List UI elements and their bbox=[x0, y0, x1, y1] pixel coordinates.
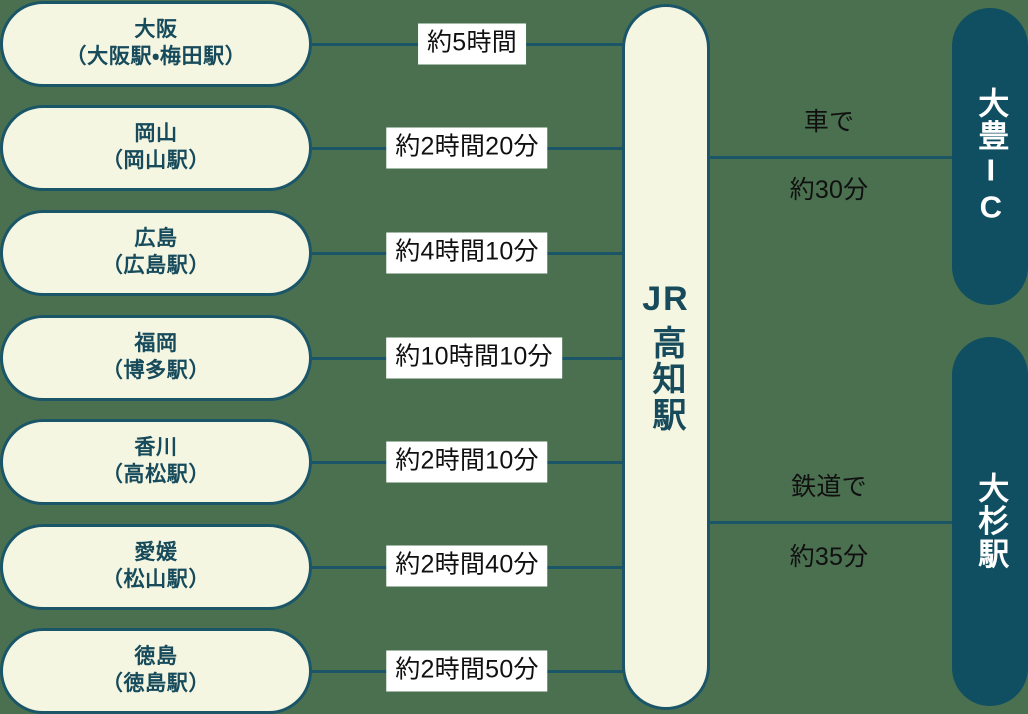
origin-pill-tokushima[interactable]: 徳島 （徳島駅） bbox=[0, 628, 312, 714]
origin-prefecture: 大阪 bbox=[134, 18, 178, 42]
connector-line-dest-1 bbox=[707, 156, 954, 159]
origin-station: （大阪駅・梅田駅） bbox=[65, 45, 247, 68]
origin-prefecture: 福岡 bbox=[134, 332, 178, 356]
origin-prefecture: 愛媛 bbox=[134, 541, 178, 565]
duration-chip-tokushima: 約2時間50分 bbox=[386, 650, 548, 692]
origin-prefecture: 岡山 bbox=[134, 122, 178, 146]
dest-duration-label-otoyo-ic: 約30分 bbox=[789, 176, 869, 204]
hub-label-jr: JR bbox=[642, 280, 690, 319]
origin-pill-ehime[interactable]: 愛媛 （松山駅） bbox=[0, 524, 312, 610]
origin-station: （徳島駅） bbox=[101, 672, 211, 695]
origin-station: （博多駅） bbox=[101, 359, 211, 382]
duration-chip-kagawa: 約2時間10分 bbox=[386, 441, 548, 483]
origin-station: （岡山駅） bbox=[101, 149, 211, 172]
duration-chip-fukuoka: 約10時間10分 bbox=[386, 337, 562, 379]
origin-pill-osaka[interactable]: 大阪 （大阪駅・梅田駅） bbox=[0, 1, 312, 87]
origin-prefecture: 広島 bbox=[134, 227, 178, 251]
origin-pill-fukuoka[interactable]: 福岡 （博多駅） bbox=[0, 315, 312, 401]
origin-pill-kagawa[interactable]: 香川 （高松駅） bbox=[0, 419, 312, 505]
destination-pill-otoyo-ic[interactable]: 大豊IC bbox=[952, 8, 1028, 305]
dest-duration-label-osugi-station: 約35分 bbox=[789, 543, 869, 571]
hub-label-station: 高知駅 bbox=[647, 325, 685, 434]
destination-label: 大豊IC bbox=[973, 86, 1009, 227]
duration-chip-okayama: 約2時間20分 bbox=[386, 127, 548, 169]
duration-chip-osaka: 約5時間 bbox=[418, 23, 526, 65]
duration-chip-hiroshima: 約4時間10分 bbox=[386, 232, 548, 274]
origin-pill-okayama[interactable]: 岡山 （岡山駅） bbox=[0, 105, 312, 191]
duration-chip-ehime: 約2時間40分 bbox=[386, 545, 548, 587]
dest-mode-label-otoyo-ic: 車で bbox=[803, 108, 855, 136]
origin-station: （松山駅） bbox=[101, 568, 211, 591]
destination-label: 大杉駅 bbox=[973, 472, 1009, 571]
destination-pill-osugi-station[interactable]: 大杉駅 bbox=[952, 337, 1028, 706]
dest-mode-label-osugi-station: 鉄道で bbox=[791, 473, 867, 501]
origin-prefecture: 徳島 bbox=[134, 645, 178, 669]
origin-prefecture: 香川 bbox=[134, 436, 178, 460]
origin-station: （広島駅） bbox=[101, 254, 211, 277]
connector-line-dest-2 bbox=[707, 521, 954, 524]
hub-jr-kochi-station[interactable]: JR 高知駅 bbox=[622, 4, 710, 710]
origin-station: （高松駅） bbox=[101, 463, 211, 486]
origin-pill-hiroshima[interactable]: 広島 （広島駅） bbox=[0, 210, 312, 296]
